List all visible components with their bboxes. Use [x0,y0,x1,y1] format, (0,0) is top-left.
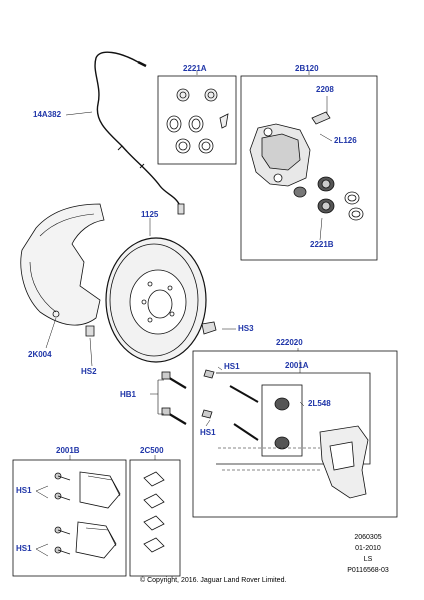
reference-code: 2060305 [354,534,382,541]
callout-2l126: 2L126 [334,136,357,145]
caliper-assembly-box [192,350,398,518]
disc-screw [201,321,217,335]
abs-sensor-wire [94,51,185,215]
box-2l548 [261,384,303,457]
box-2001a [216,372,371,465]
caliper-box [240,75,378,261]
caliper-bolts [150,371,187,425]
callout-2221a: 2221A [183,64,207,73]
callout-2l548: 2L548 [308,399,331,408]
callout-hs1-upper: HS1 [224,362,240,371]
callout-14a382: 14A382 [33,110,62,119]
callout-hs1-lower: HS1 [200,428,216,437]
callout-2001a: 2001A [285,361,309,370]
callout-2c500: 2C500 [140,446,164,455]
callout-222020: 222020 [276,338,303,347]
callout-2001b: 2001B [56,446,80,455]
callout-2k004: 2K004 [28,350,52,359]
callout-hs3: HS3 [238,324,254,333]
callout-2208: 2208 [316,85,334,94]
callout-1125: 1125 [141,210,159,219]
brake-pads-box [12,459,127,577]
guide-bolts [201,369,259,441]
seal-kit-box [157,75,237,165]
reference-region: LS [363,556,373,563]
brake-disc [105,237,207,363]
callout-hs2: HS2 [81,367,97,376]
shield-bolt [85,325,95,337]
callout-hb1: HB1 [120,390,137,399]
copyright-text: © Copyright, 2016. Jaguar Land Rover Lim… [140,577,287,584]
callout-2221b: 2221B [310,240,334,249]
callout-hs1-pads-lower: HS1 [16,544,32,553]
piston-set [293,176,364,221]
reference-date: 01-2010 [355,545,381,552]
dust-shield [20,203,105,326]
callout-2b120: 2B120 [295,64,319,73]
caliper-bracket [319,425,369,499]
leader-lines [35,70,333,557]
reference-part-id: P0116568-03 [347,567,389,574]
clips-box [129,459,181,577]
callout-hs1-pads-upper: HS1 [16,486,32,495]
seal-rings [166,88,229,154]
